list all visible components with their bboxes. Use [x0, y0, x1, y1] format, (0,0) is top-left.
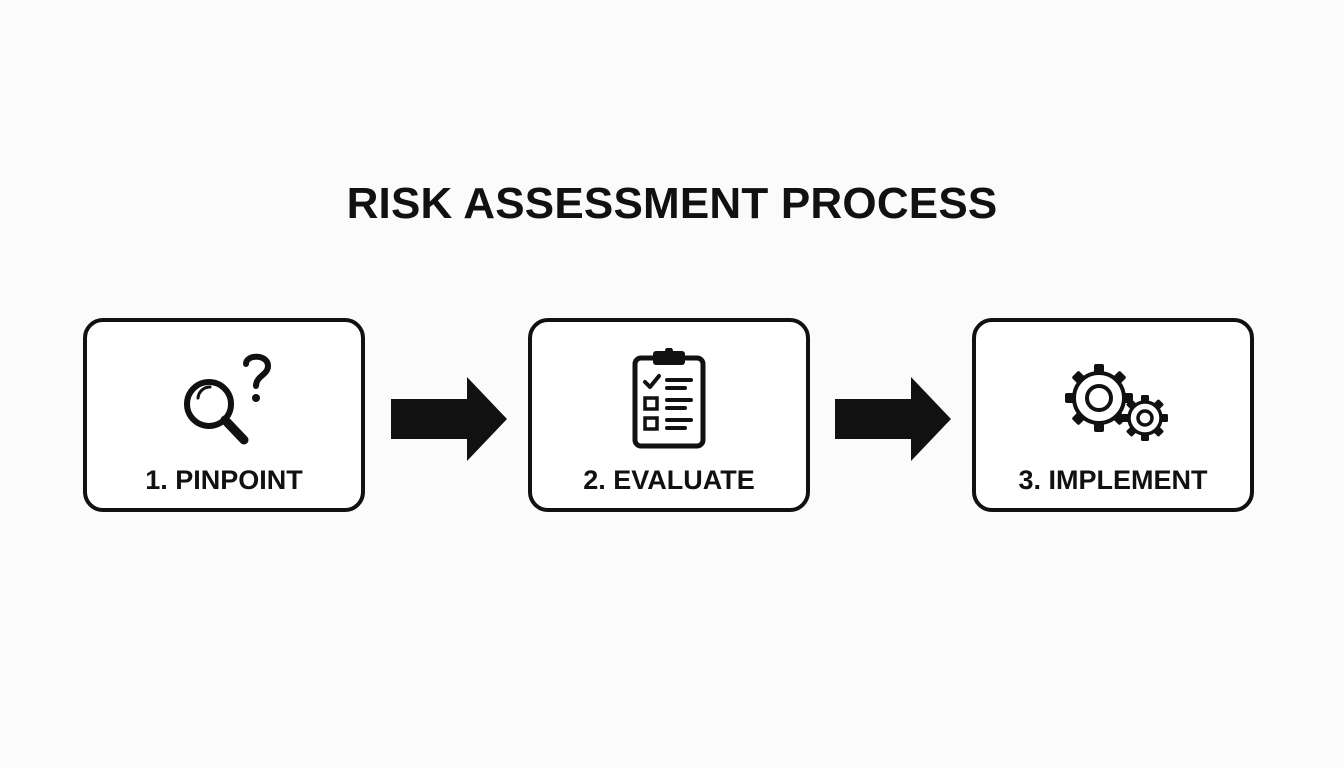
- diagram-title: RISK ASSESSMENT PROCESS: [346, 179, 998, 228]
- magnifier-question-icon: [164, 348, 284, 452]
- right-arrow-icon: [833, 377, 953, 461]
- step-label: 2. EVALUATE: [583, 465, 755, 495]
- step-label: 1. PINPOINT: [145, 465, 303, 495]
- clipboard-checklist-icon: [609, 348, 729, 452]
- right-arrow-icon: [389, 377, 509, 461]
- step-box-pinpoint: 1. PINPOINT: [83, 318, 365, 512]
- gears-icon: [1053, 348, 1173, 452]
- step-label: 3. IMPLEMENT: [1018, 465, 1208, 495]
- step-box-evaluate: 2. EVALUATE: [528, 318, 810, 512]
- step-box-implement: 3. IMPLEMENT: [972, 318, 1254, 512]
